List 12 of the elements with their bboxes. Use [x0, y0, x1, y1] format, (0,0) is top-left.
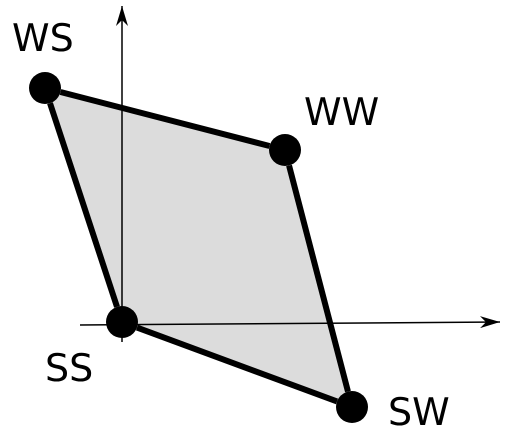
vertex-dot: [269, 134, 301, 166]
vertex-dot: [29, 72, 61, 104]
edge-line: [136, 324, 338, 404]
vertex-dot: [106, 306, 138, 338]
edge-line: [60, 89, 270, 149]
vertex-label: WS: [12, 18, 74, 58]
edge-line: [286, 164, 351, 392]
vertex-label: WW: [304, 92, 380, 132]
edge-line: [47, 102, 120, 308]
vertex-label: SW: [388, 392, 450, 432]
vertex-label: SS: [45, 348, 94, 388]
vertex-dot: [336, 391, 368, 423]
